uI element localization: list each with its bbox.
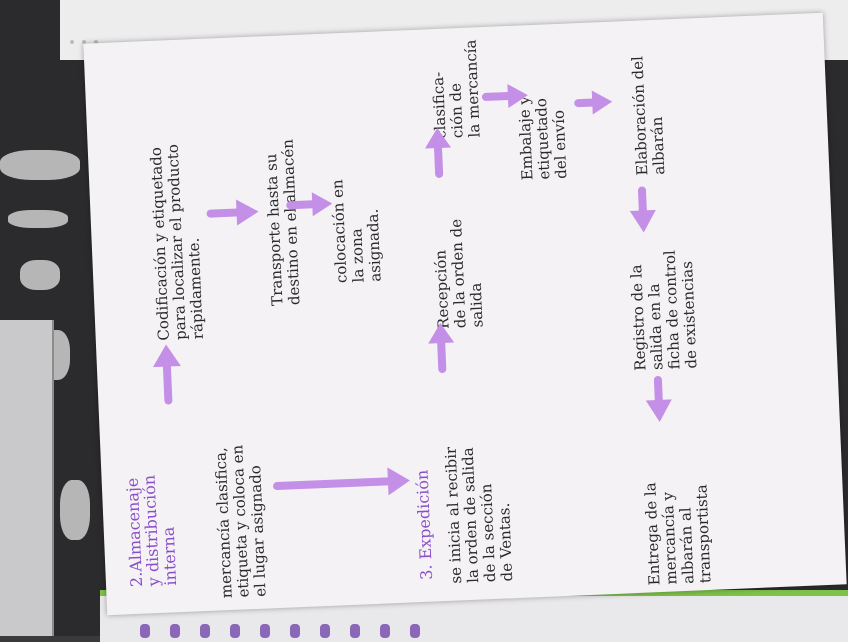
spiral-ring	[140, 624, 150, 638]
marble-vein	[60, 480, 90, 540]
arrow-head-icon	[507, 84, 528, 109]
spiral-ring	[290, 624, 300, 638]
arrow-head-icon	[629, 209, 656, 233]
spiral-ring	[260, 624, 270, 638]
spiral-ring	[380, 624, 390, 638]
marble-vein	[20, 260, 60, 290]
marble-vein	[8, 210, 68, 228]
spiral-ring	[350, 624, 360, 638]
arrow-head-icon	[645, 399, 672, 422]
laptop-edge	[0, 320, 54, 636]
spiral-ring	[200, 624, 210, 638]
arrow-head-icon	[425, 128, 452, 149]
arrow-up-icon	[162, 356, 173, 405]
flow-arrows	[152, 84, 672, 496]
arrow-right-icon	[206, 208, 245, 218]
notebook-sheet: 2.Almacenaje y distribución interna merc…	[83, 12, 847, 616]
arrow-head-icon	[236, 199, 259, 226]
spiral-ring	[230, 624, 240, 638]
arrow-head-icon	[152, 344, 181, 368]
spiral-ring	[410, 624, 420, 638]
spiral-ring	[320, 624, 330, 638]
arrow-right-icon	[286, 200, 320, 210]
marble-vein	[0, 150, 80, 180]
spiral-ring	[170, 624, 180, 638]
paper-hole	[94, 40, 98, 44]
arrow-right-icon	[273, 477, 396, 491]
arrow-right-icon	[481, 91, 515, 101]
paper-hole	[70, 40, 74, 44]
paper-hole	[82, 40, 86, 44]
arrow-head-icon	[311, 192, 333, 217]
arrow-head-icon	[428, 323, 455, 344]
arrow-head-icon	[591, 90, 613, 115]
arrow-up-icon	[433, 139, 444, 178]
arrow-head-icon	[387, 467, 410, 496]
arrow-up-icon	[437, 335, 447, 373]
